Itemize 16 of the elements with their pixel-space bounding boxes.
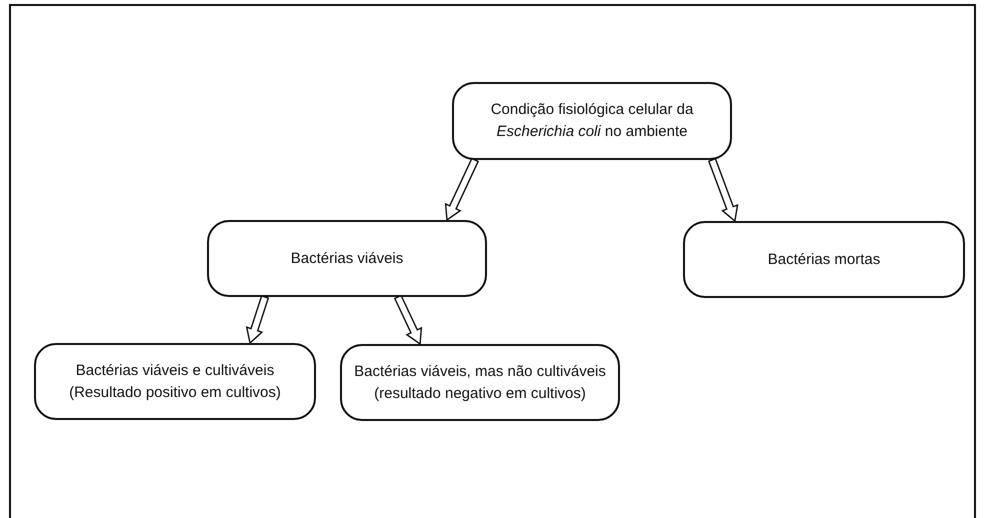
rounded-box bbox=[452, 82, 732, 160]
node-text: (Resultado positivo em cultivos) bbox=[69, 382, 281, 402]
node-text: Bactérias mortas bbox=[768, 250, 880, 270]
rounded-box bbox=[207, 220, 487, 297]
hollow-arrow bbox=[394, 294, 422, 346]
rounded-box bbox=[683, 221, 965, 298]
hollow-arrow bbox=[444, 158, 480, 222]
node-text: Bactérias viáveis bbox=[290, 248, 404, 268]
node-text: Condição fisiológica celular da Escherichia coli no ambiente bbox=[490, 100, 694, 142]
hollow-arrow bbox=[708, 158, 738, 222]
rounded-box bbox=[34, 343, 316, 420]
hollow-arrow bbox=[246, 295, 270, 344]
node-text: (resultado negativo em cultivos) bbox=[374, 384, 586, 404]
node-text: Bactérias viáveis e cultiváveis bbox=[76, 360, 274, 380]
node-text: Bactérias viáveis, mas não cultiváveis bbox=[354, 362, 606, 382]
rounded-box bbox=[340, 344, 620, 421]
